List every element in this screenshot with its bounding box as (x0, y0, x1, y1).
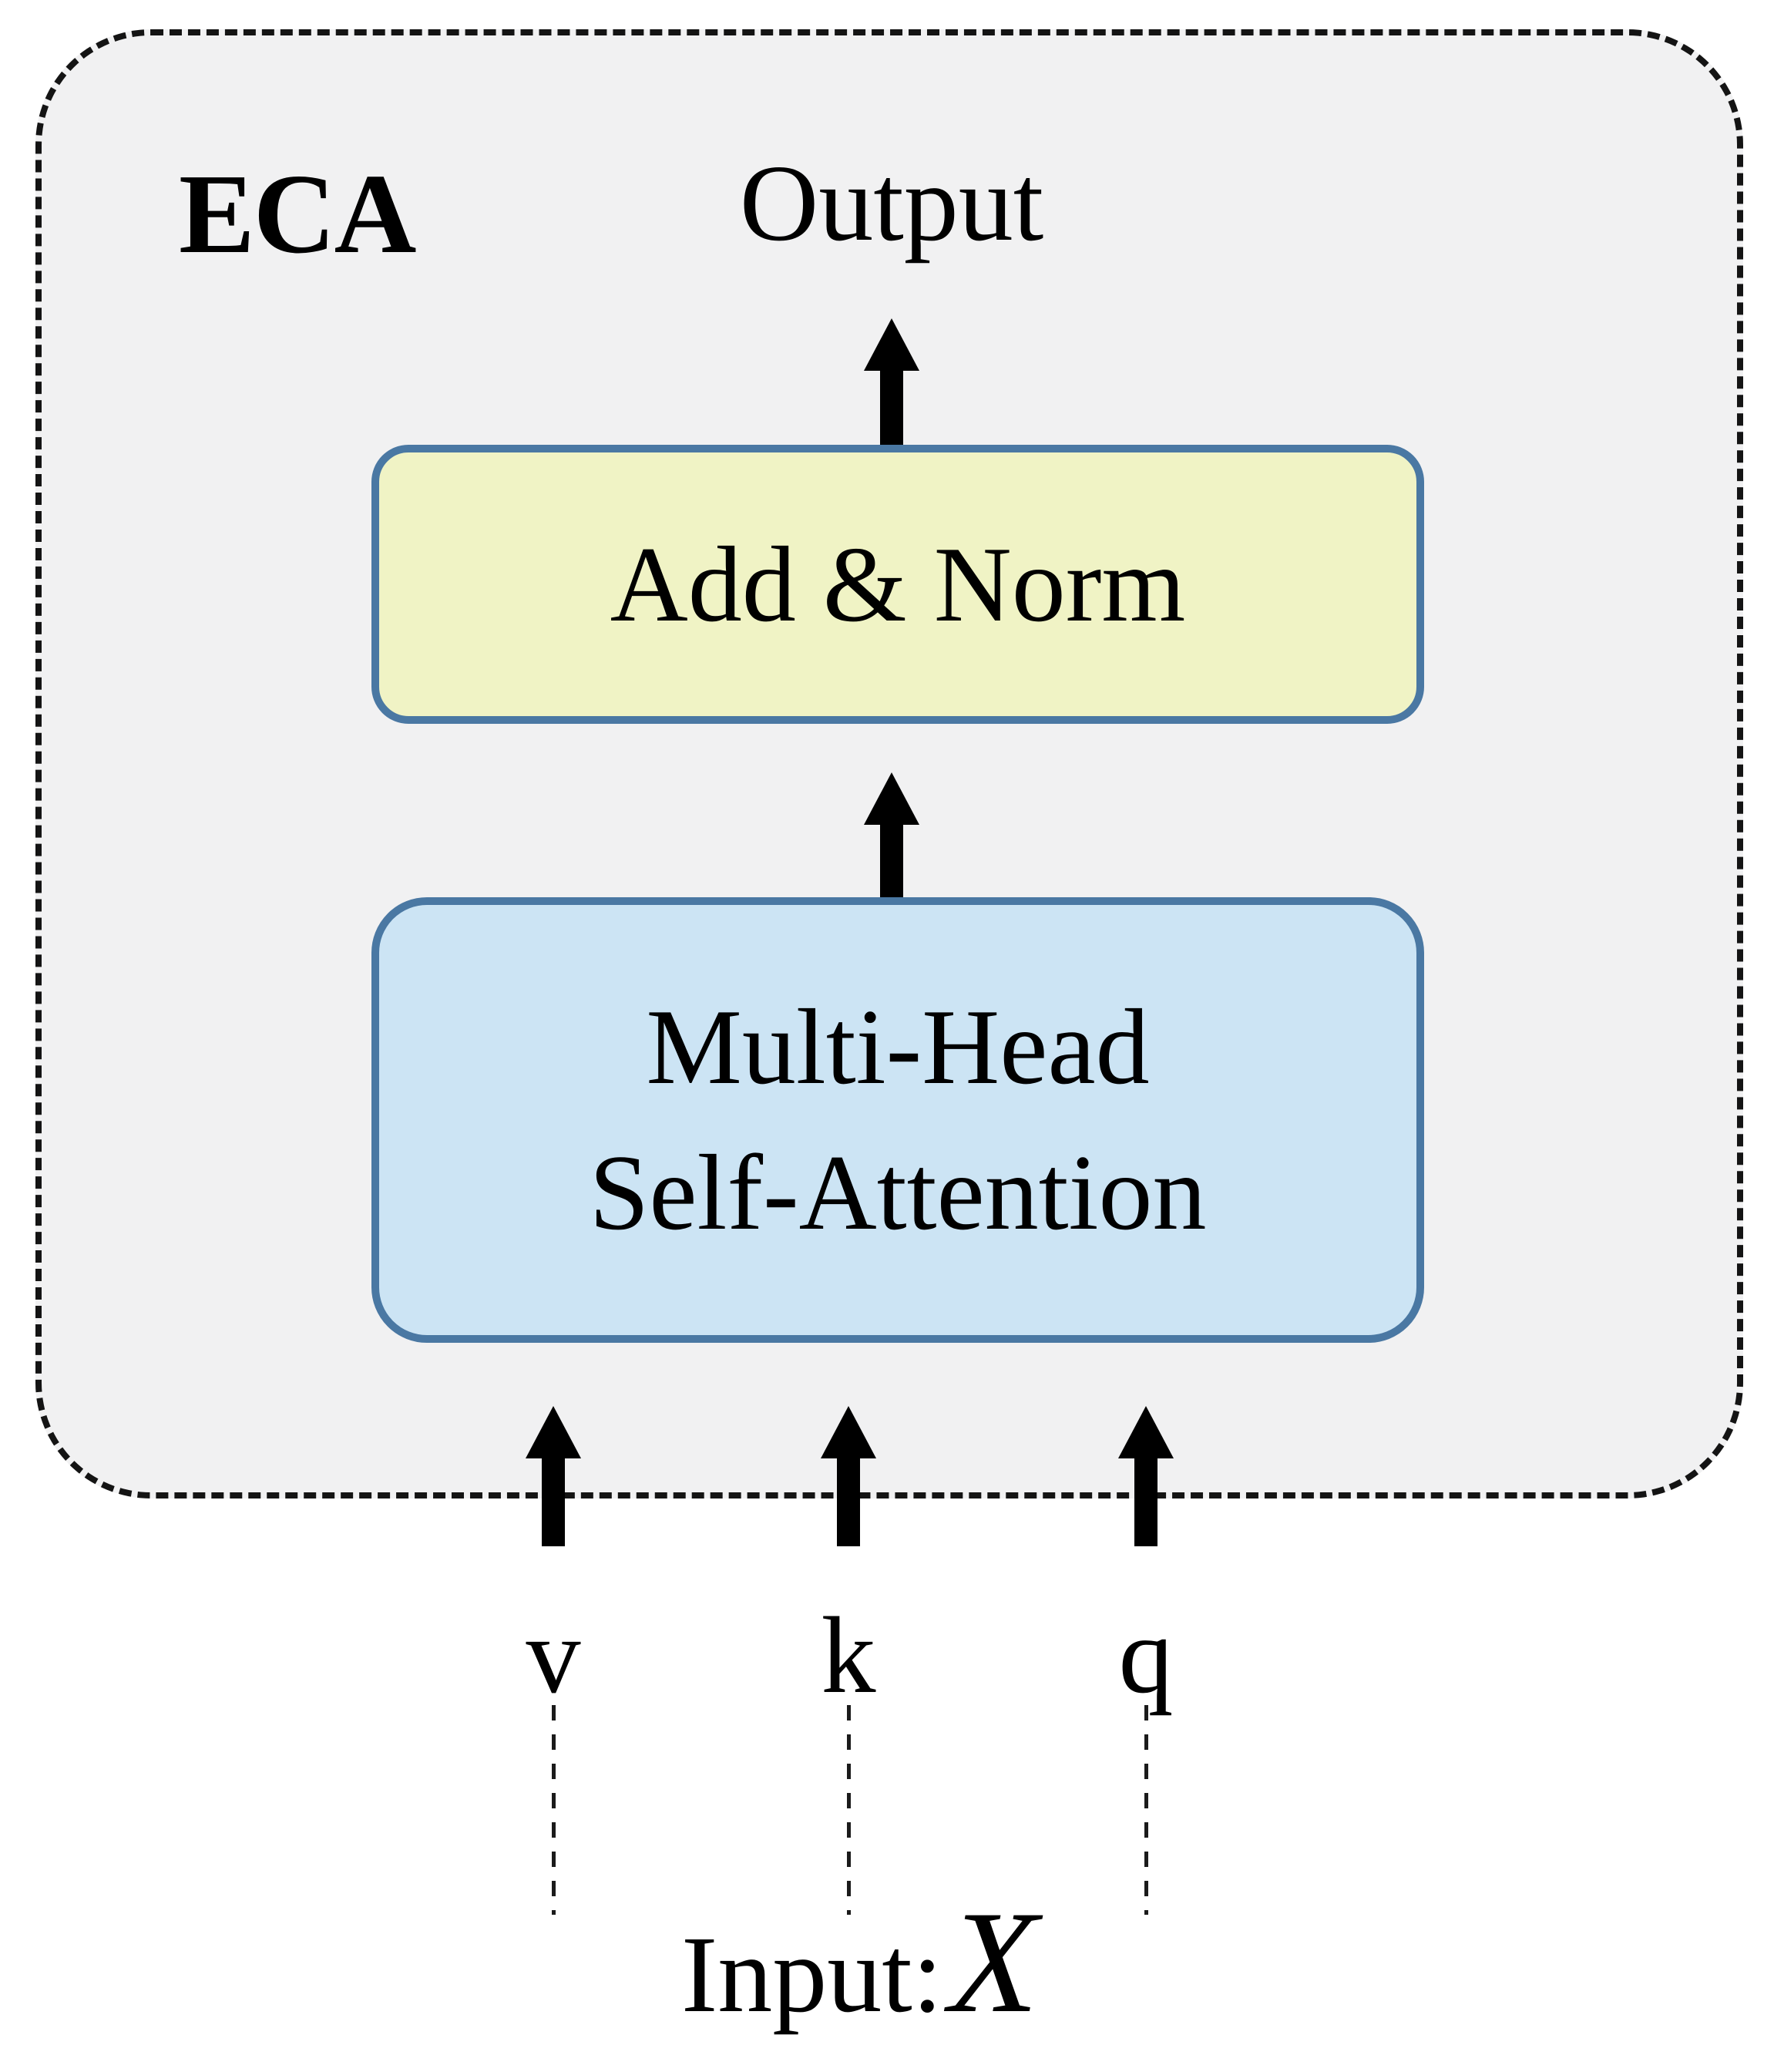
input-head-label-k: k (821, 1594, 876, 1716)
eca-module-label: ECA (179, 151, 416, 278)
input-head-label-v: v (526, 1594, 581, 1716)
up-arrow-input-k (821, 1354, 876, 1546)
dashed-leader-line-q (1144, 1705, 1148, 1915)
add-norm-block: Add & Norm (371, 445, 1424, 724)
input-caption-symbol-x: X (949, 1882, 1039, 2043)
arrow-shaft (1134, 1457, 1157, 1546)
multi-head-self-attention-block: Multi-Head Self-Attention (371, 897, 1424, 1343)
add-norm-label: Add & Norm (610, 524, 1186, 644)
arrowhead-icon (821, 1354, 876, 1458)
input-caption: Input: X (681, 1889, 1038, 2036)
up-arrow-mhsa-to-addnorm (864, 720, 919, 897)
arrow-shaft (837, 1457, 860, 1546)
arrowhead-icon (864, 720, 919, 825)
output-label: Output (739, 142, 1044, 264)
mhsa-label-line1: Multi-Head (646, 987, 1150, 1107)
up-arrow-to-output (864, 266, 919, 446)
dashed-leader-line-k (847, 1705, 851, 1915)
mhsa-label-line2: Self-Attention (589, 1133, 1207, 1253)
input-caption-label: Input: (681, 1913, 943, 2035)
arrow-shaft (542, 1457, 565, 1546)
arrowhead-icon (526, 1354, 581, 1458)
arrow-shaft (880, 823, 903, 897)
arrowhead-icon (1118, 1354, 1174, 1458)
up-arrow-input-v (526, 1354, 581, 1546)
arrowhead-icon (864, 266, 919, 371)
input-head-label-q: q (1118, 1594, 1174, 1716)
up-arrow-input-q (1118, 1354, 1174, 1546)
dashed-leader-line-v (552, 1705, 556, 1915)
arrow-shaft (880, 369, 903, 446)
